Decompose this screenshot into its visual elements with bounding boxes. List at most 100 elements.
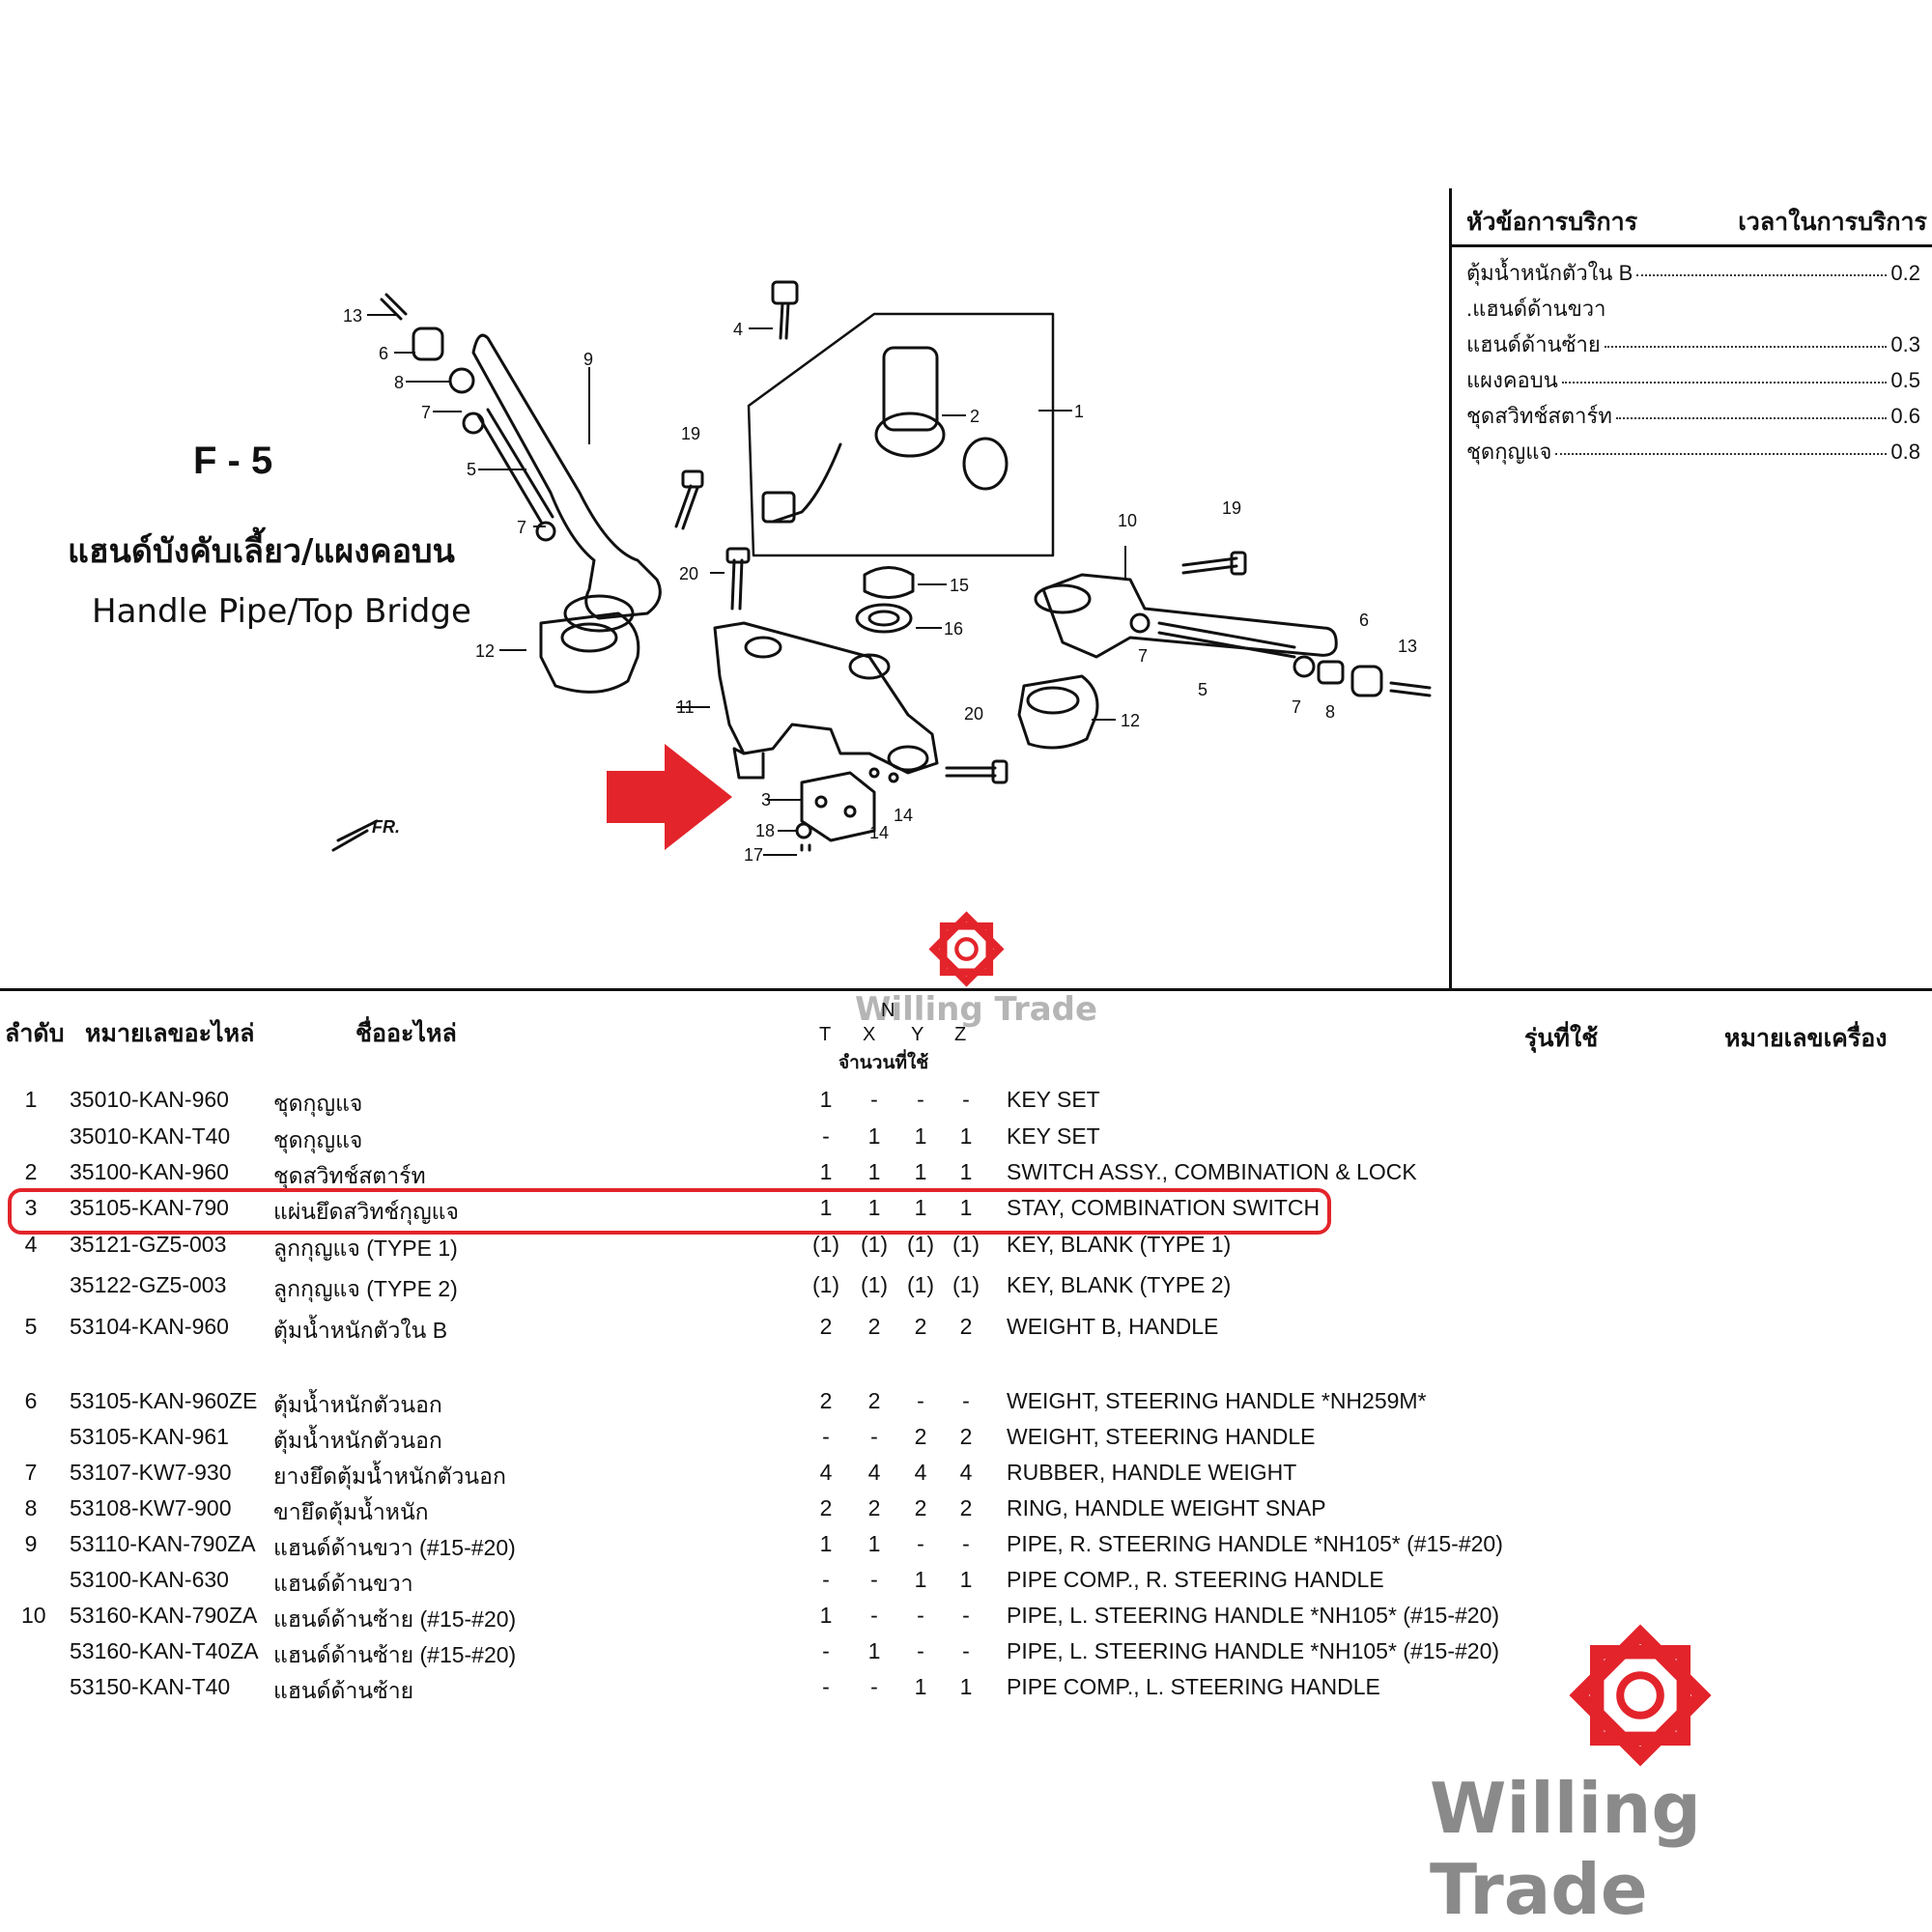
qty-y: 1 [914, 1674, 927, 1699]
qty-z: 1 [959, 1123, 973, 1149]
qty-y: 2 [914, 1424, 927, 1449]
qty-t: 2 [819, 1388, 833, 1413]
row-number: 5 [24, 1314, 38, 1339]
qty-x: (1) [860, 1272, 889, 1297]
qty-x: (1) [860, 1232, 889, 1257]
part-name-th: แผ่นยึดสวิทช์กุญแจ [273, 1199, 459, 1224]
callout-5: 5 [467, 460, 476, 479]
callout-7d: 7 [1292, 697, 1301, 717]
part-name-en: PIPE, L. STEERING HANDLE *NH105* (#15-#2… [1007, 1603, 1500, 1628]
qty-x: - [870, 1087, 878, 1112]
callout-10: 10 [1118, 511, 1137, 530]
part-number: 35105-KAN-790 [70, 1195, 229, 1220]
col-header-qty-label: จำนวนที่ใช้ [838, 1052, 929, 1073]
part-number: 53160-KAN-T40ZA [70, 1638, 259, 1663]
qty-z: - [962, 1087, 970, 1112]
qty-x: 1 [867, 1195, 881, 1220]
qty-t: - [822, 1638, 830, 1663]
qty-z: (1) [952, 1272, 980, 1297]
row-number: 6 [24, 1388, 38, 1413]
part-name-th: ชุดสวิทช์สตาร์ท [273, 1163, 426, 1188]
qty-x: - [870, 1567, 878, 1592]
part-name-en: PIPE, R. STEERING HANDLE *NH105* (#15-#2… [1007, 1531, 1503, 1556]
callout-20: 20 [679, 564, 698, 583]
part-name-th: ขายึดตุ้มน้ำหนัก [273, 1499, 429, 1524]
part-name-en: KEY SET [1007, 1123, 1100, 1149]
qty-z: 1 [959, 1567, 973, 1592]
qty-y: 2 [914, 1495, 927, 1520]
qty-t: 2 [819, 1314, 833, 1339]
callout-19b: 19 [1222, 498, 1241, 518]
service-time-panel: หัวข้อการบริการ เวลาในการบริการ ตุ้มน้ำห… [1449, 188, 1932, 990]
qty-t: - [822, 1567, 830, 1592]
qty-z: 1 [959, 1159, 973, 1184]
col-header-qty-t: T [819, 1024, 832, 1045]
part-name-th: ชุดกุญแจ [273, 1127, 363, 1152]
part-number: 53107-KW7-930 [70, 1460, 232, 1485]
col-header-qty-z: Z [954, 1024, 967, 1045]
part-name-en: WEIGHT B, HANDLE [1007, 1314, 1219, 1339]
qty-t: 1 [819, 1159, 833, 1184]
callout-8: 8 [394, 373, 404, 392]
col-header-engine-no: หมายเลขเครื่อง [1724, 1024, 1888, 1052]
front-label: FR. [372, 817, 400, 837]
part-name-th: แฮนด์ด้านขวา (#15-#20) [273, 1535, 516, 1560]
part-name-th: ตุ้มน้ำหนักตัวนอก [273, 1428, 442, 1453]
col-header-qty-x: X [863, 1024, 876, 1045]
figure-code: F - 5 [193, 440, 273, 482]
service-row: .แฮนด์ด้านขวา [1466, 297, 1606, 321]
qty-t: (1) [811, 1272, 840, 1297]
qty-x: 2 [867, 1495, 881, 1520]
qty-y: (1) [906, 1272, 935, 1297]
row-number: 3 [24, 1195, 38, 1220]
row-number: 9 [24, 1531, 38, 1556]
part-number: 53105-KAN-961 [70, 1424, 229, 1449]
qty-x: - [870, 1674, 878, 1699]
service-header-time: เวลาในการบริการ [1738, 208, 1927, 236]
qty-x: - [870, 1603, 878, 1628]
part-name-th: ตุ้มน้ำหนักตัวนอก [273, 1392, 442, 1417]
qty-z: 1 [959, 1674, 973, 1699]
qty-x: 1 [867, 1638, 881, 1663]
part-number: 53110-KAN-790ZA [70, 1531, 256, 1556]
qty-z: 2 [959, 1495, 973, 1520]
qty-t: 1 [819, 1195, 833, 1220]
part-name-en: PIPE, L. STEERING HANDLE *NH105* (#15-#2… [1007, 1638, 1500, 1663]
qty-x: 1 [867, 1159, 881, 1184]
col-header-model: รุ่นที่ใช้ [1524, 1024, 1599, 1052]
callout-7c: 7 [1138, 646, 1148, 666]
qty-y: 2 [914, 1314, 927, 1339]
part-number: 53100-KAN-630 [70, 1567, 229, 1592]
qty-z: - [962, 1638, 970, 1663]
qty-z: 1 [959, 1195, 973, 1220]
part-name-th: แฮนด์ด้านขวา [273, 1571, 413, 1596]
qty-t: 1 [819, 1603, 833, 1628]
part-name-th: ลูกกุญแจ (TYPE 1) [273, 1236, 458, 1261]
qty-y: - [917, 1388, 924, 1413]
col-header-part-no: หมายเลขอะไหล่ [85, 1019, 255, 1047]
part-name-th: แฮนด์ด้านซ้าย (#15-#20) [273, 1606, 517, 1632]
row-number: 7 [24, 1460, 38, 1485]
part-number: 53108-KW7-900 [70, 1495, 232, 1520]
part-name-th: แฮนด์ด้านซ้าย [273, 1678, 414, 1703]
callout-7b: 7 [517, 518, 526, 537]
qty-t: 4 [819, 1460, 833, 1485]
callout-12b: 12 [1121, 711, 1140, 730]
qty-z: 2 [959, 1314, 973, 1339]
callout-6: 6 [379, 344, 388, 363]
part-number: 35122-GZ5-003 [70, 1272, 227, 1297]
watermark-logo [1569, 1624, 1712, 1767]
callout-8b: 8 [1325, 702, 1335, 722]
part-name-en: PIPE COMP., L. STEERING HANDLE [1007, 1674, 1380, 1699]
part-name-en: WEIGHT, STEERING HANDLE [1007, 1424, 1316, 1449]
callout-20b: 20 [964, 704, 983, 724]
callout-17: 17 [744, 845, 763, 865]
